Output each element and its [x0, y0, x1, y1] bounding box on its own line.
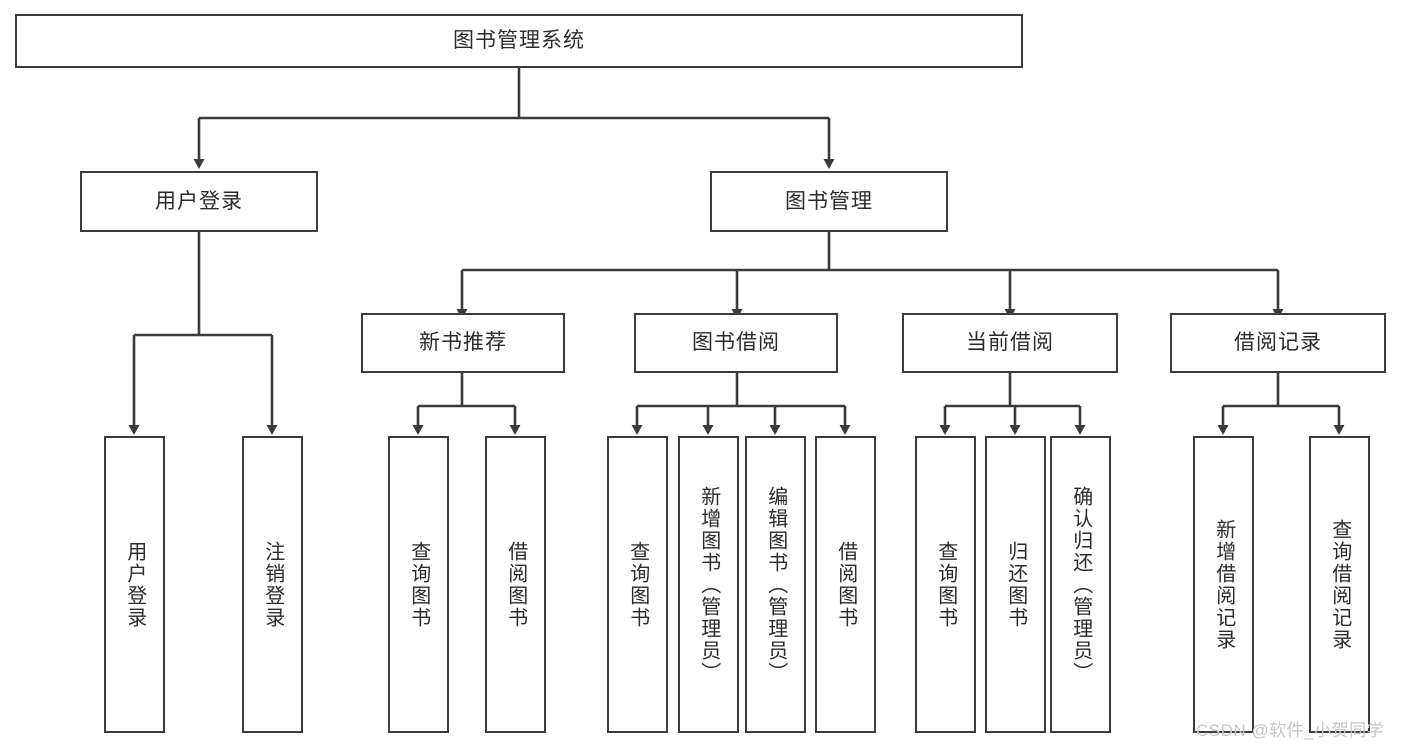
- node-borrow-record[interactable]: 借阅记录: [1170, 313, 1386, 373]
- node-label: 编辑图书（管理员）: [764, 485, 787, 684]
- node-label: 借阅记录: [1234, 331, 1322, 355]
- node-new-book-recommend[interactable]: 新书推荐: [361, 313, 565, 373]
- leaf-borrow-record-add[interactable]: 新增借阅记录: [1193, 436, 1254, 733]
- node-label: 借阅图书: [504, 540, 527, 629]
- node-label: 查询图书: [407, 540, 430, 629]
- node-label: 图书借阅: [692, 331, 780, 355]
- node-label: 查询图书: [934, 540, 957, 629]
- leaf-new-book-borrow[interactable]: 借阅图书: [485, 436, 546, 733]
- node-label: 用户登录: [123, 540, 146, 629]
- leaf-book-borrow-edit[interactable]: 编辑图书（管理员）: [745, 436, 806, 733]
- leaf-current-borrow-return[interactable]: 归还图书: [985, 436, 1046, 733]
- leaf-user-login-logout[interactable]: 注销登录: [242, 436, 303, 733]
- node-label: 查询借阅记录: [1328, 518, 1351, 651]
- node-label: 新书推荐: [419, 331, 507, 355]
- node-book-management[interactable]: 图书管理: [710, 171, 948, 232]
- node-label: 确认归还（管理员）: [1069, 485, 1092, 684]
- node-label: 新增借阅记录: [1212, 518, 1235, 651]
- node-label: 查询图书: [626, 540, 649, 629]
- node-root-book-management-system[interactable]: 图书管理系统: [15, 14, 1023, 68]
- node-label: 注销登录: [261, 540, 284, 629]
- node-label: 图书管理: [785, 189, 873, 213]
- leaf-current-borrow-confirm-return[interactable]: 确认归还（管理员）: [1050, 436, 1111, 733]
- leaf-book-borrow-query[interactable]: 查询图书: [607, 436, 668, 733]
- leaf-user-login-login[interactable]: 用户登录: [104, 436, 165, 733]
- leaf-current-borrow-query[interactable]: 查询图书: [915, 436, 976, 733]
- node-current-borrow[interactable]: 当前借阅: [902, 313, 1118, 373]
- leaf-book-borrow-borrow[interactable]: 借阅图书: [815, 436, 876, 733]
- node-user-login[interactable]: 用户登录: [80, 171, 318, 232]
- node-label: 新增图书（管理员）: [697, 485, 720, 684]
- leaf-book-borrow-add[interactable]: 新增图书（管理员）: [678, 436, 739, 733]
- node-label: 借阅图书: [834, 540, 857, 629]
- node-label: 当前借阅: [966, 331, 1054, 355]
- csdn-watermark: CSDN @软件_小贺同学: [1196, 721, 1385, 740]
- node-label: 图书管理系统: [453, 29, 585, 53]
- node-label: 归还图书: [1004, 540, 1027, 629]
- leaf-new-book-query[interactable]: 查询图书: [388, 436, 449, 733]
- leaf-borrow-record-query[interactable]: 查询借阅记录: [1309, 436, 1370, 733]
- node-label: 用户登录: [155, 189, 243, 213]
- node-book-borrow[interactable]: 图书借阅: [634, 313, 838, 373]
